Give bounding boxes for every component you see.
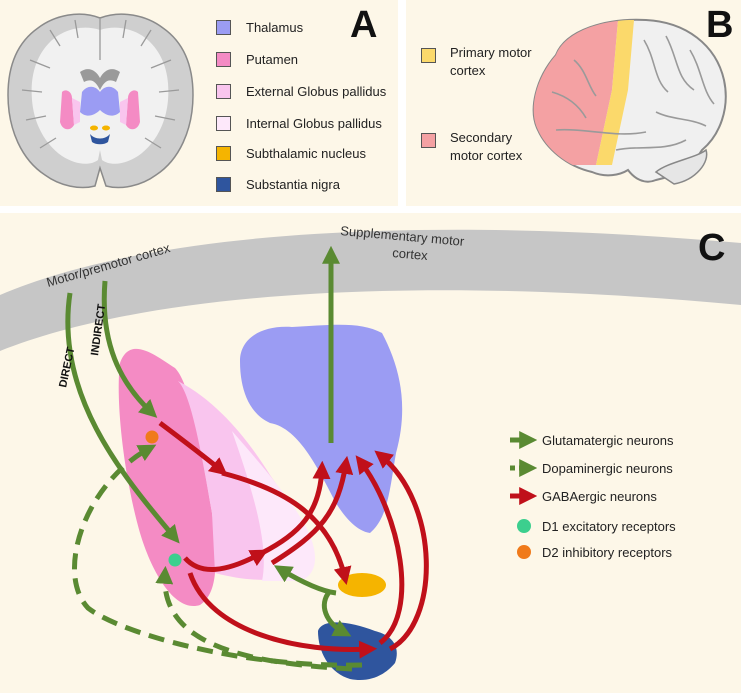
gpi-to-thalamus-arrow-2 xyxy=(270,455,354,566)
thalamus-region xyxy=(240,324,403,533)
legend-a-sn: Substantia nigra xyxy=(246,177,340,192)
sn-to-thalamus-arrow-1 xyxy=(355,455,405,645)
stn-to-sn-arrow xyxy=(321,589,352,637)
primary-motor-swatch xyxy=(421,48,436,63)
dopaminergic-arrow-d1 xyxy=(155,565,353,672)
panel-c: Motor/premotor cortex Supplementary moto… xyxy=(0,213,741,693)
stn-shape-left xyxy=(90,125,98,131)
d1-legend-dot xyxy=(517,519,531,533)
gabaergic-arrows xyxy=(158,421,429,659)
legend-b-primary-line1: Primary motor xyxy=(450,45,532,60)
direct-pathway-arrow xyxy=(65,292,180,544)
sn-to-thalamus-arrow-2 xyxy=(374,450,429,652)
lateral-sulci xyxy=(551,35,715,151)
gpi-swatch xyxy=(216,116,231,131)
legend-c: Glutamatergic neurons Dopaminergic neuro… xyxy=(510,431,676,560)
d1-receptor xyxy=(168,553,182,567)
dopaminergic-arrow-d2 xyxy=(72,444,363,668)
indirect-pathway-arrow xyxy=(101,280,158,418)
d2-legend-dot xyxy=(517,545,531,559)
thalamus-shape xyxy=(80,86,120,116)
putamen-swatch xyxy=(216,52,231,67)
legend-b-secondary-line1: Secondary xyxy=(450,130,513,145)
primary-motor-region xyxy=(596,20,634,165)
cortex-right-label-line2: cortex xyxy=(392,245,429,263)
stn-to-gpe-arrow xyxy=(273,565,337,596)
legend-b-primary-line2: cortex xyxy=(450,63,486,78)
d2-receptor xyxy=(145,430,159,444)
gpe-to-stn-arrow xyxy=(221,470,352,586)
legend-a-putamen: Putamen xyxy=(246,52,299,67)
gpe-swatch xyxy=(216,84,231,99)
thalamus-swatch xyxy=(216,20,231,35)
legend-d1: D1 excitatory receptors xyxy=(542,519,676,534)
panel-a: Thalamus Putamen External Globus pallidu… xyxy=(0,0,398,206)
putamen-shape-right xyxy=(126,90,140,130)
legend-d2: D2 inhibitory receptors xyxy=(542,545,673,560)
stn-shape-right xyxy=(102,125,110,131)
gpi-to-thalamus-arrow xyxy=(260,460,331,556)
legend-glutamatergic: Glutamatergic neurons xyxy=(542,433,674,448)
coronal-brain-section xyxy=(7,13,194,189)
legend-a-gpe: External Globus pallidus xyxy=(246,84,387,99)
gp-internal-region xyxy=(232,431,316,581)
gp-external-left xyxy=(72,98,80,125)
panel-a-letter: A xyxy=(350,4,378,46)
basal-ganglia-circuit: Motor/premotor cortex Supplementary moto… xyxy=(0,223,741,681)
legend-b-primary: Primary motor cortex xyxy=(450,44,532,80)
stn-swatch xyxy=(216,146,231,161)
legend-b-secondary: Secondary motor cortex xyxy=(450,129,522,165)
sn-shape xyxy=(90,134,110,145)
d1-to-gpi-arrow xyxy=(183,549,269,572)
d1-to-sn-arrow xyxy=(187,572,378,659)
legend-a-stn: Subthalamic nucleus xyxy=(246,146,366,161)
legend-gabaergic: GABAergic neurons xyxy=(542,489,657,504)
cortex-band xyxy=(0,229,741,351)
glutamatergic-arrows xyxy=(65,245,363,672)
putamen-shape-left xyxy=(60,90,74,130)
sn-swatch xyxy=(216,177,231,192)
panel-b: Primary motor cortex Secondary motor cor… xyxy=(406,0,741,206)
gyri-folds xyxy=(21,18,180,149)
d2-to-gpe-arrow xyxy=(158,421,228,476)
panel-b-letter: B xyxy=(706,4,734,46)
lateral-ventricles xyxy=(80,69,120,90)
lateral-brain-view xyxy=(532,18,727,185)
legend-dopaminergic: Dopaminergic neurons xyxy=(542,461,673,476)
legend-a-gpi: Internal Globus pallidus xyxy=(246,116,382,131)
legend-b-secondary-line2: motor cortex xyxy=(450,148,523,163)
cerebellum xyxy=(654,148,708,185)
panel-c-letter: C xyxy=(698,227,726,269)
legend-a-thalamus: Thalamus xyxy=(246,20,304,35)
secondary-motor-swatch xyxy=(421,133,436,148)
gp-external-right xyxy=(120,98,128,125)
